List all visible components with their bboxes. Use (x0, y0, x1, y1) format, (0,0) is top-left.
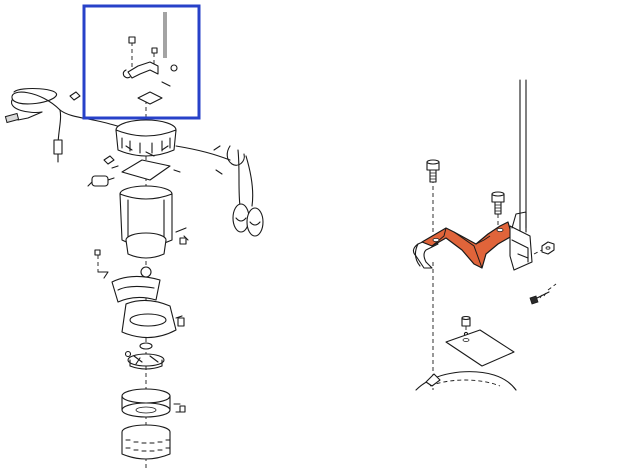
small-bracket-part (122, 36, 178, 87)
set-screw (529, 283, 557, 305)
motor-top-housing (115, 119, 177, 157)
motor-mounting-bracket (421, 221, 513, 269)
highlight-frame (82, 4, 201, 120)
capacitor-part (87, 155, 119, 187)
pump-volute (111, 266, 185, 339)
strainer-base (121, 424, 171, 460)
plate-screw (461, 315, 471, 337)
power-cord (4, 87, 129, 163)
motor-plate (121, 151, 181, 181)
rod-holder-block (509, 211, 533, 271)
float-switch (175, 145, 264, 237)
motor-top-partial (415, 371, 517, 391)
small-gasket-plate (137, 91, 163, 105)
impeller (124, 342, 165, 370)
screw-left (94, 249, 109, 279)
bracket-screw-right (491, 191, 505, 215)
gasket-plate (445, 329, 515, 367)
hex-nut (533, 241, 555, 255)
bracket-screw-left (426, 159, 440, 183)
motor-body (119, 185, 189, 259)
exploded-pump-assembly (4, 12, 264, 470)
suction-cover (121, 388, 186, 418)
bracket-detail-zoom (412, 79, 557, 391)
